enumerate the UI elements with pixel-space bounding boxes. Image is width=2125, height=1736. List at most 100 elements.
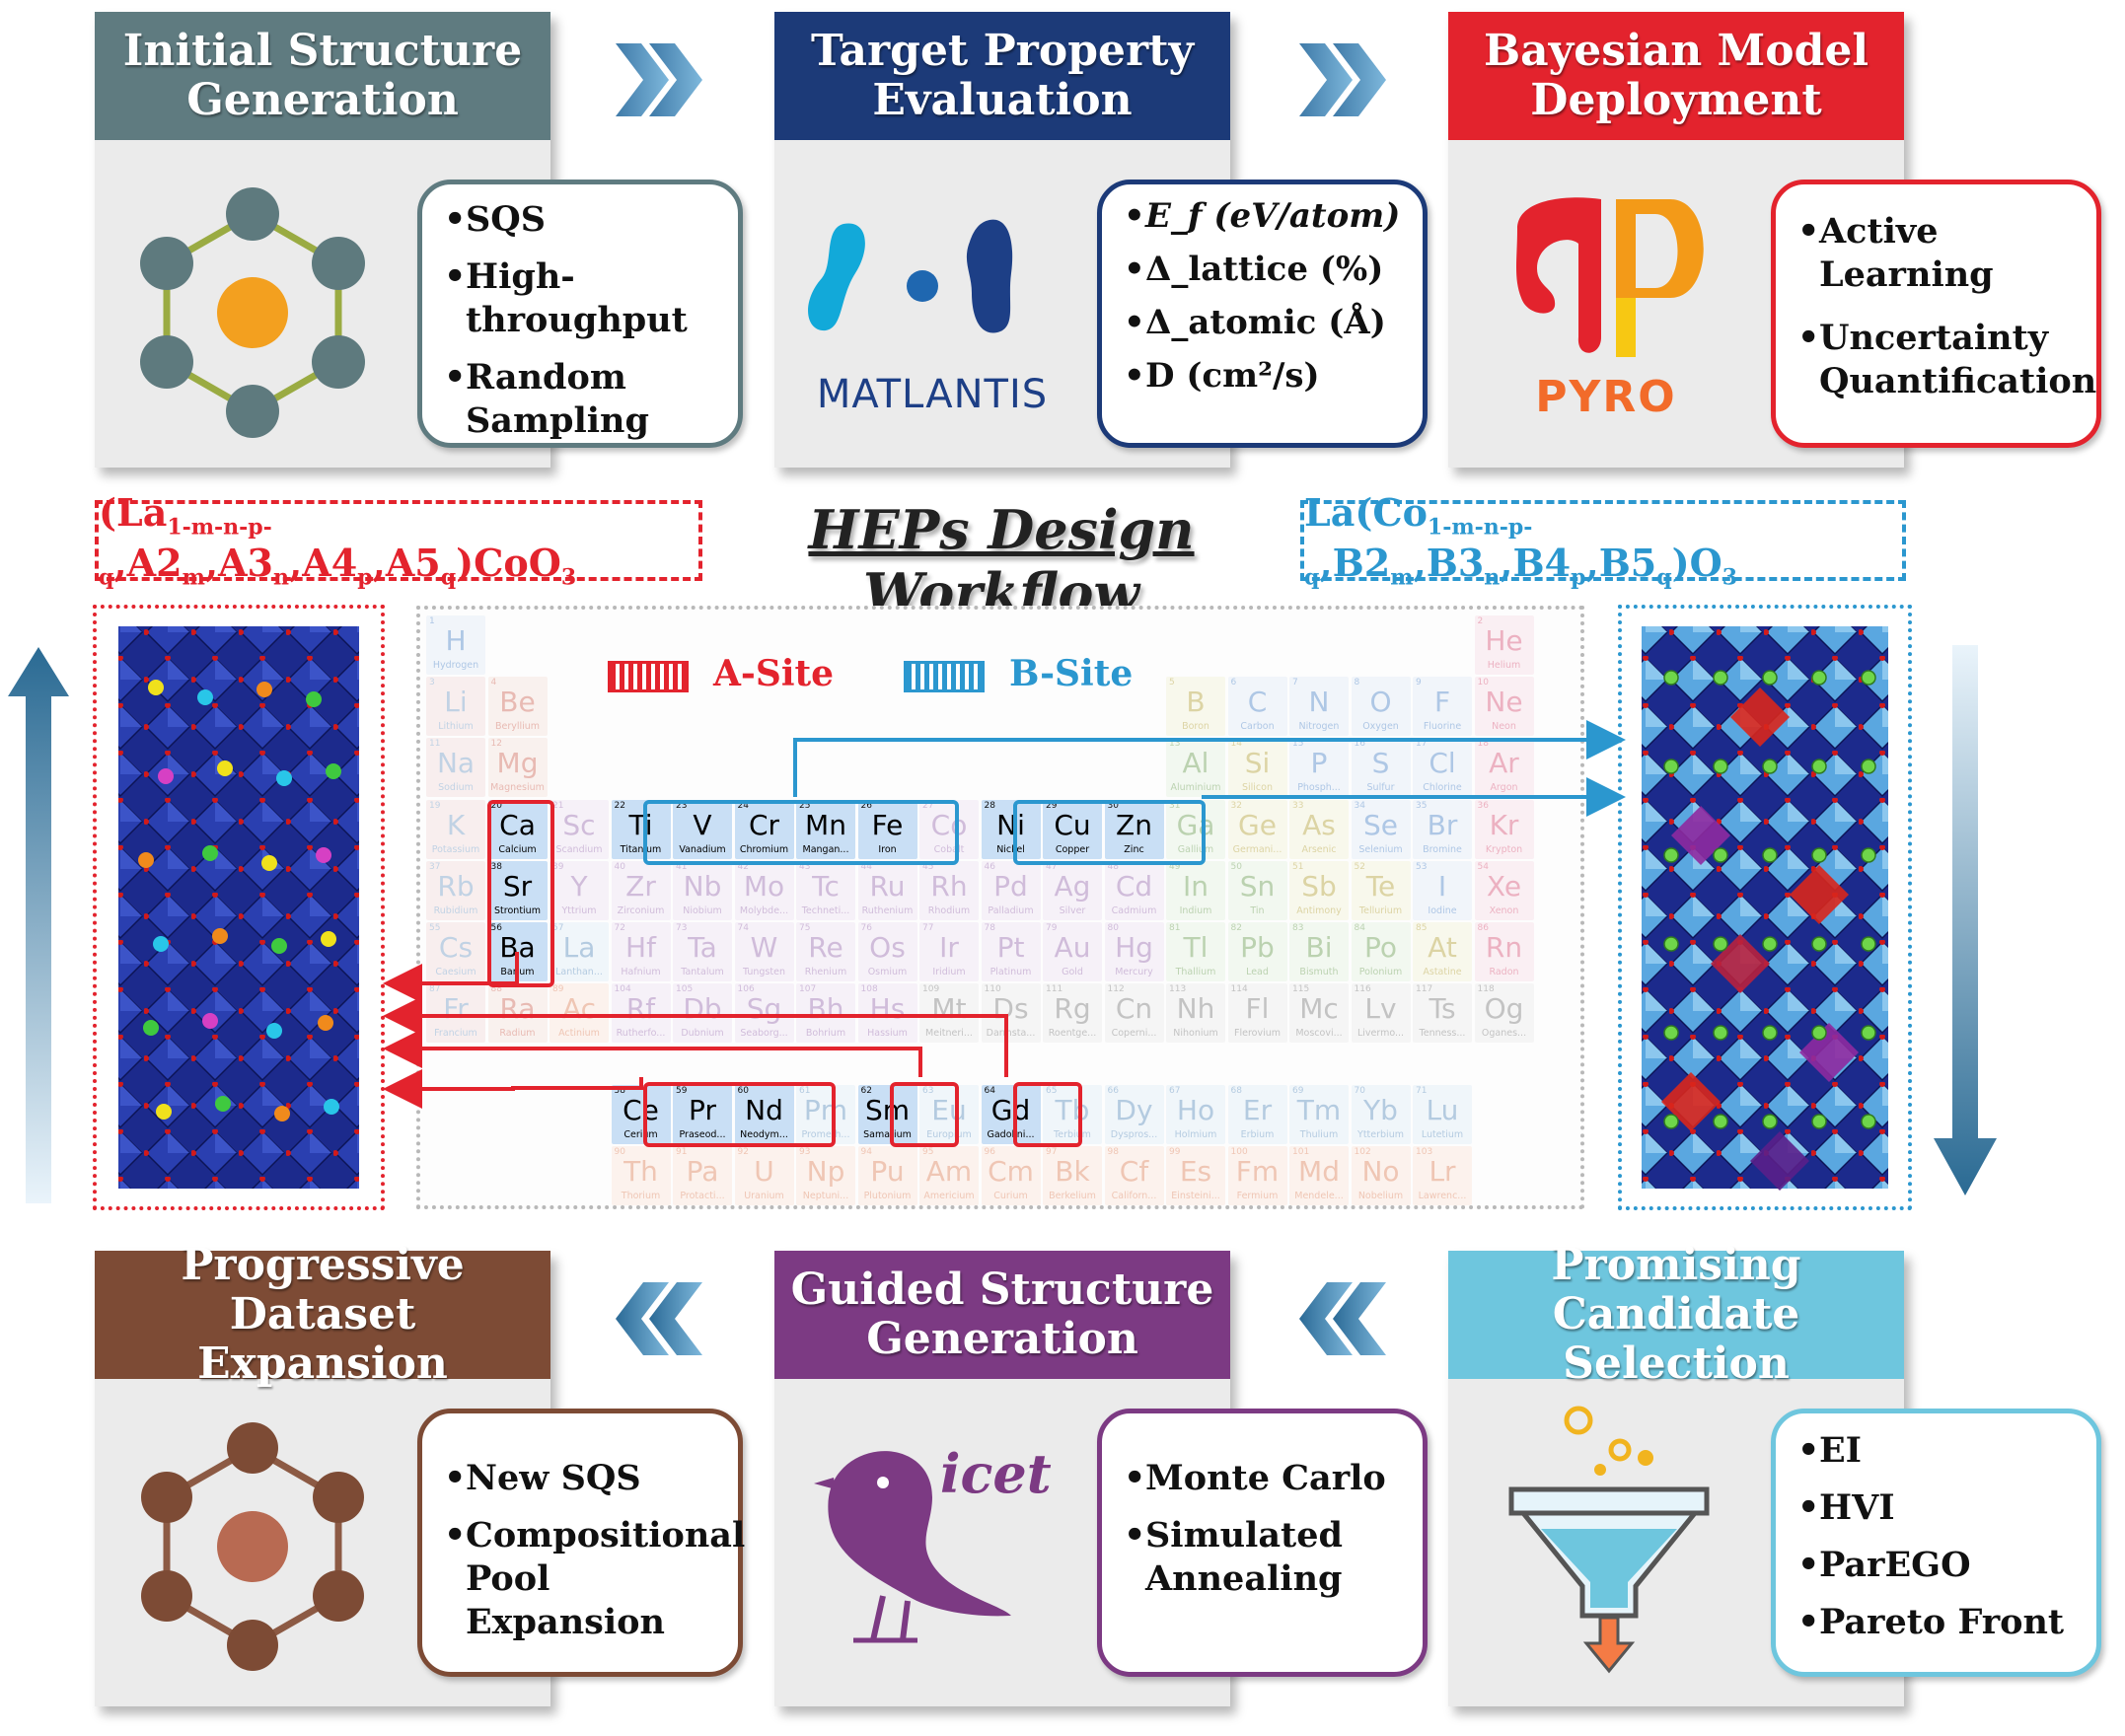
element-name: Iron xyxy=(878,843,897,855)
element-name: Nobelium xyxy=(1357,1191,1404,1202)
element-symbol: Yb xyxy=(1363,1093,1398,1126)
a-site-group-ce-nd xyxy=(643,1082,836,1147)
atomic-number: 108 xyxy=(860,984,878,995)
element-symbol: Ir xyxy=(939,931,959,964)
atomic-number: 68 xyxy=(1230,1085,1242,1096)
element-name: Thorium xyxy=(621,1191,661,1202)
element-symbol: Se xyxy=(1363,808,1398,841)
atomic-number: 20 xyxy=(490,800,502,811)
a-site-group-alkaline-earth xyxy=(487,800,554,987)
element-symbol: Ge xyxy=(1238,808,1277,841)
chevron-left-icon xyxy=(616,1282,702,1355)
bayesian-methods-box: Active Learning Uncertainty Quantificati… xyxy=(1771,180,2101,448)
a-site-dopant-sub: q xyxy=(440,564,457,591)
atomic-number: 52 xyxy=(1354,861,1365,872)
element-name: Tin xyxy=(1250,904,1265,916)
element-symbol: Lr xyxy=(1429,1155,1456,1189)
b-site-dopant: B4 xyxy=(1512,541,1572,585)
element-name: Bromine xyxy=(1423,843,1462,855)
element-name: Titanium xyxy=(620,843,662,855)
atomic-number: 46 xyxy=(984,861,995,872)
stage-bayesian-model-deployment: Bayesian Model Deployment PYRO Active Le… xyxy=(1448,12,2101,468)
element-symbol: F xyxy=(1433,686,1451,719)
element-symbol: Fr xyxy=(443,992,469,1026)
stage-promising-candidate-selection: Promising Candidate Selection EI HVI Par… xyxy=(1448,1241,2101,1706)
element-symbol: Pb xyxy=(1240,931,1275,964)
atomic-number: 60 xyxy=(737,1085,749,1096)
metric-lattice-distortion-value: Δ_lattice (%) xyxy=(1145,250,1384,289)
chevron-right-icon xyxy=(1299,43,1386,116)
atomic-number: 89 xyxy=(552,984,564,995)
element-symbol: Cl xyxy=(1429,747,1456,780)
a-site-atoms xyxy=(138,680,341,1121)
b-site-legend-swatch xyxy=(904,661,985,692)
a-site-perovskite-structure xyxy=(118,626,359,1189)
atomic-number: 41 xyxy=(676,861,688,872)
chevron-left-icon xyxy=(1299,1282,1386,1355)
atomic-number: 40 xyxy=(614,861,625,872)
element-symbol: Ce xyxy=(623,1093,659,1126)
element-name: Magnesium xyxy=(490,782,545,794)
element-name: Erbium xyxy=(1240,1128,1275,1140)
element-symbol: Os xyxy=(869,931,906,964)
a-site-dopant: A4 xyxy=(302,541,358,585)
atomic-number: 54 xyxy=(1477,861,1489,872)
element-name: Sulfur xyxy=(1366,782,1395,794)
element-name: Bohrium xyxy=(805,1028,846,1040)
a-site-dopant-sub: p xyxy=(357,564,373,591)
element-name: Chromium xyxy=(739,843,789,855)
b-site-legend-label: B-Site xyxy=(1009,653,1134,694)
element-symbol: Ni xyxy=(996,808,1025,841)
atomic-number: 26 xyxy=(860,800,872,811)
element-name: Bismuth xyxy=(1299,967,1339,977)
element-name: Hafnium xyxy=(621,967,661,977)
element-name: Fluorine xyxy=(1423,721,1462,733)
element-name: Thallium xyxy=(1175,967,1216,977)
atomic-number: 113 xyxy=(1169,984,1187,995)
element-symbol: Pt xyxy=(996,931,1025,964)
element-name: Oxygen xyxy=(1362,721,1399,733)
element-symbol: Pr xyxy=(689,1093,716,1126)
atomic-number: 72 xyxy=(614,923,625,933)
element-symbol: Pa xyxy=(686,1155,719,1189)
method-item: Monte Carlo xyxy=(1124,1457,1405,1500)
atomic-number: 6 xyxy=(1230,678,1237,688)
element-symbol: Nh xyxy=(1176,992,1215,1026)
b-site-la-atoms xyxy=(1663,670,1876,1129)
atomic-number: 90 xyxy=(614,1147,625,1158)
atomic-number: 27 xyxy=(922,800,934,811)
element-symbol: Ra xyxy=(499,992,536,1026)
element-name: Dubnium xyxy=(681,1028,724,1040)
element-name: Actinium xyxy=(558,1028,600,1040)
stage-title: Progressive Dataset Expansion xyxy=(95,1241,550,1389)
element-name: Lithium xyxy=(438,721,474,733)
b-site-dopant: B3 xyxy=(1426,541,1485,585)
b-site-formula: La(Co1-m-n-p-q,B2m,B3n,B4p,B5q)O3 xyxy=(1300,490,1906,591)
element-symbol: V xyxy=(693,808,712,841)
element-symbol: Au xyxy=(1054,931,1091,964)
element-name: Europium xyxy=(926,1128,972,1140)
